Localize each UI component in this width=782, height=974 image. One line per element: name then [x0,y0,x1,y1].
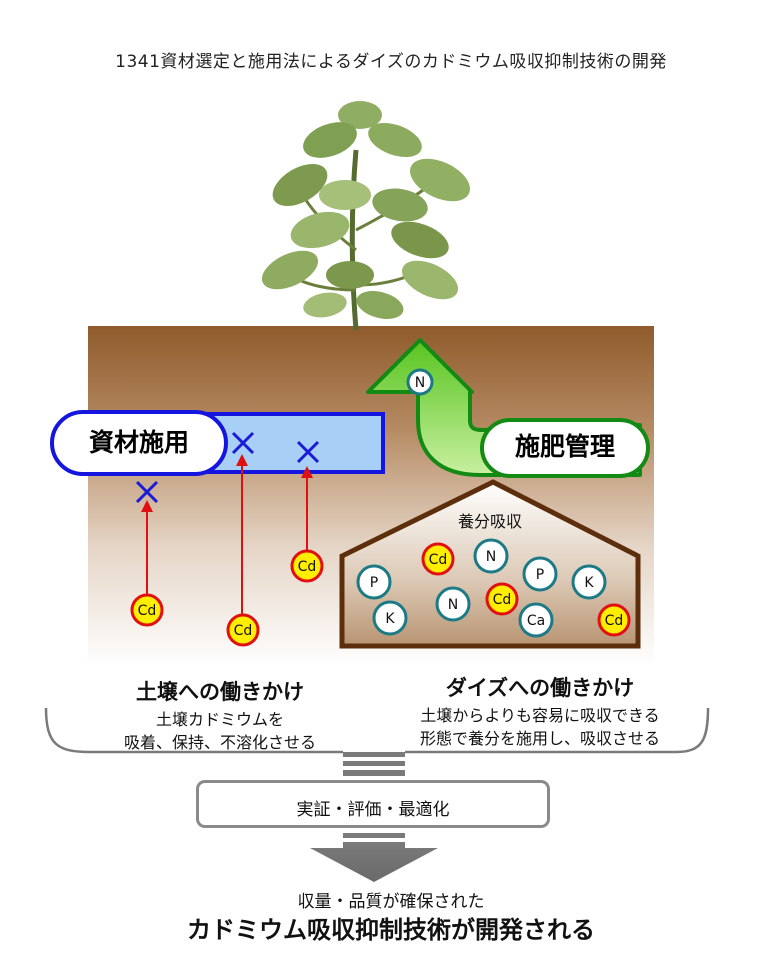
fertilizer-management-pill [480,418,650,478]
ion-label: Cd [605,613,624,629]
connector-bar [343,770,405,776]
soil-ion-cd-icon: Cd [130,593,164,627]
step-label: 実証・評価・最適化 [296,800,450,820]
connector-bar [343,752,405,757]
house-ion-p-icon: P [522,556,558,592]
ion-label: Ca [527,613,545,629]
panel-bracket [44,707,710,754]
ion-label: Cd [298,559,317,575]
house-ion-n-icon: N [473,538,509,574]
soybean-approach-line-2: 形態で養分を施用し、吸収させる [419,729,660,748]
house-ion-cd-icon: Cd [421,542,455,576]
ion-label: N [448,597,458,613]
soil-approach-heading: 土壌への働きかけ [136,680,304,704]
house-ion-cd-icon: Cd [597,603,631,637]
block-x-icons [135,431,320,504]
house-ion-n-icon: N [435,586,471,622]
page-title: 1341資材選定と施用法によるダイズのカドミウム吸収抑制技術の開発 [115,52,667,72]
arrow-nutrient-label: N [415,375,425,391]
soybean-approach-line-1: 土壌からよりも容易に吸収できる [420,706,660,725]
material-application-pill [50,410,228,476]
house-ion-cd-icon: Cd [485,582,519,616]
soil-approach-line-1: 土壌カドミウムを [155,710,284,729]
ion-label: Cd [138,603,157,619]
nutrient-uptake-label: 養分吸収 [458,512,522,531]
ion-label: Cd [429,552,448,568]
soil-approach-line-2: 吸着、保持、不溶化させる [123,733,316,752]
ion-label: P [370,575,378,591]
house-ion-ca-icon: Ca [518,602,554,638]
ion-label: K [584,575,594,591]
house-ion-p-icon: P [356,564,392,600]
result-arrow [310,842,438,882]
soybean-approach-heading: ダイズへの働きかけ [445,676,635,700]
cd-block-arrows [141,454,313,614]
nutrient-n-icon: N [406,368,434,396]
result-line-2: カドミウム吸収抑制技術が開発される [187,916,595,944]
soil-ion-cd-icon: Cd [290,549,324,583]
house-ion-k-icon: K [372,600,408,636]
soybean-plant-icon [261,101,470,331]
ion-label: Cd [234,623,253,639]
result-line-1: 収量・品質が確保された [297,892,485,912]
step-box [196,780,550,828]
ion-label: N [486,549,496,565]
ion-label: K [385,611,395,627]
connector-bar [343,761,405,766]
connector-bar [343,833,405,838]
house-ion-k-icon: K [571,564,607,600]
ion-label: Cd [493,592,512,608]
material-application-label: 資材施用 [89,428,189,457]
fertilizer-management-label: 施肥管理 [515,432,615,461]
soil-ion-cd-icon: Cd [226,613,260,647]
ion-label: P [536,567,544,583]
